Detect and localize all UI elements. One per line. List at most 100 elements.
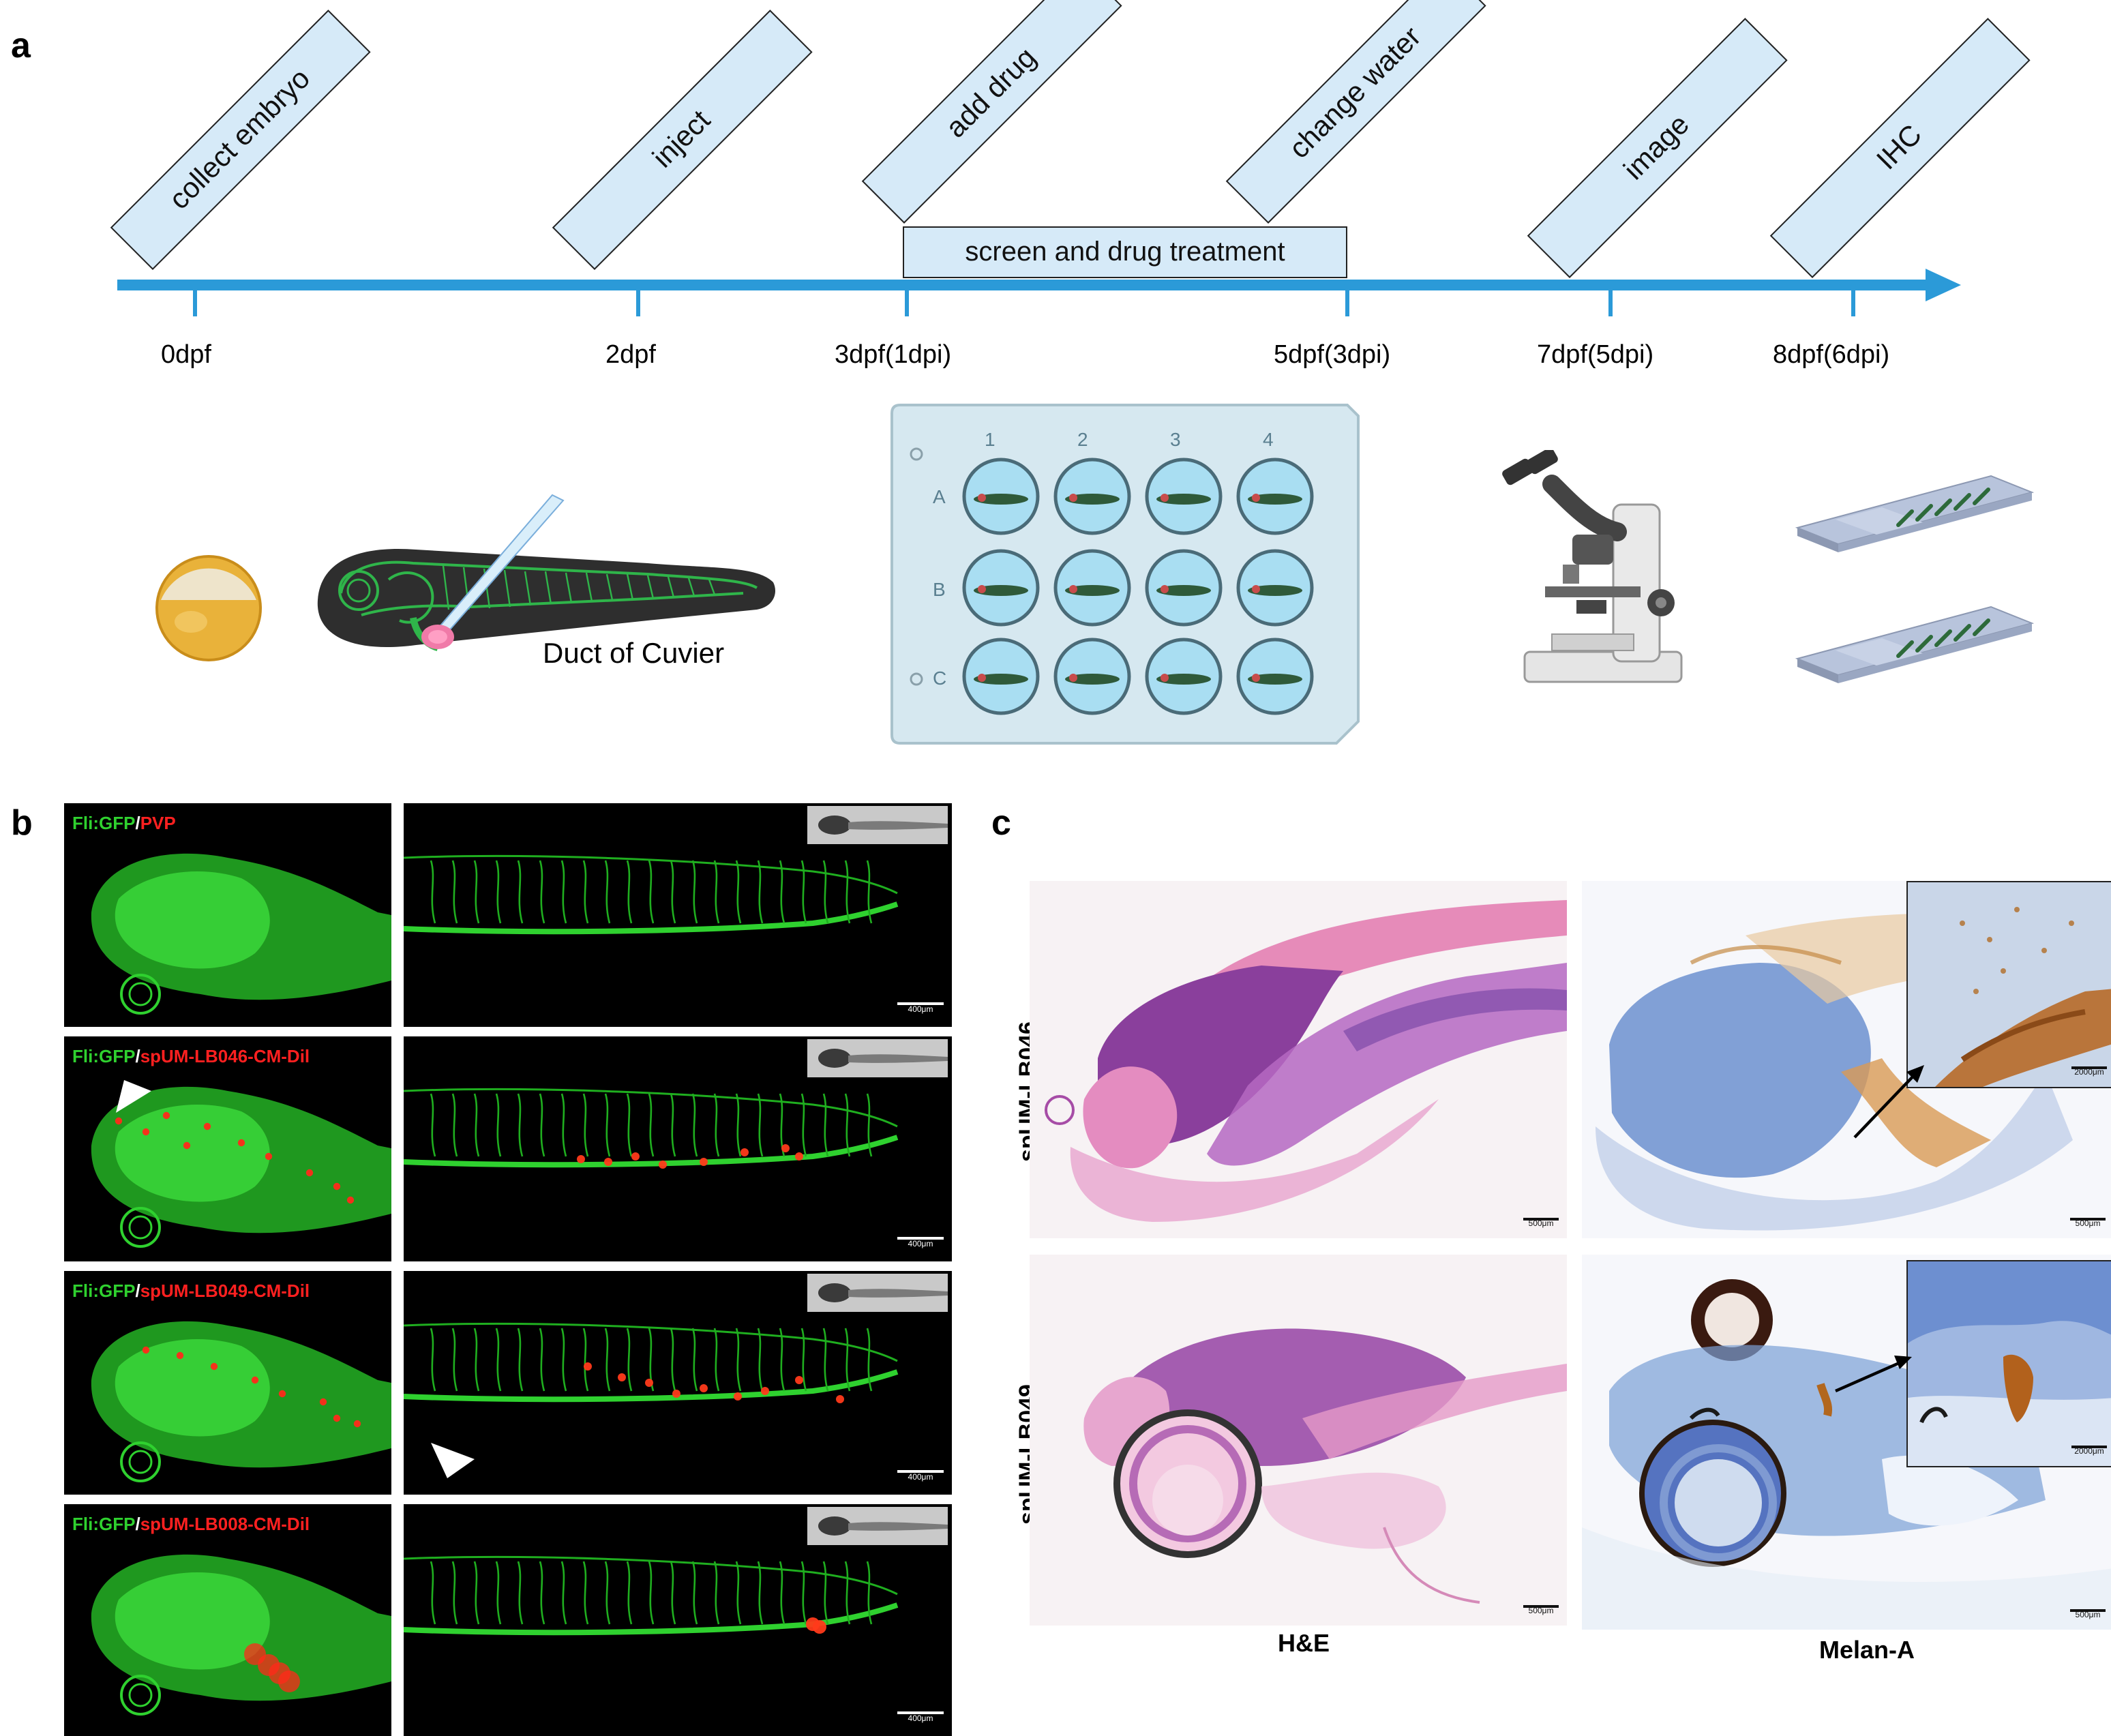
he-lb049-image: 500μm <box>1030 1255 1567 1626</box>
well-fish <box>974 494 1028 505</box>
well-fish-head <box>978 585 986 593</box>
fluorescence-tail-panel: 400μm <box>404 1504 952 1736</box>
melan-a-lb046-zoom: 2000μm <box>1906 881 2111 1088</box>
fluorescence-head-panel: Fli:GFP/spUM-LB046-CM-Dil <box>64 1036 391 1261</box>
brightfield-inset <box>807 1507 948 1545</box>
well-fish-head <box>1161 494 1169 502</box>
tick-5dpf: 5dpf(3dpi) <box>1274 341 1391 370</box>
well-fish <box>1248 585 1302 596</box>
plate-row-b: B <box>933 578 946 600</box>
tick-2dpf: 2dpf <box>605 341 656 370</box>
well-fish-head <box>1252 494 1260 502</box>
well-plate-icon <box>890 404 1360 745</box>
zebrafish-trunk-gfp <box>404 1555 899 1636</box>
fluorescence-head-panel: Fli:GFP/spUM-LB049-CM-Dil <box>64 1271 391 1495</box>
zebrafish-injection-icon <box>317 494 775 651</box>
embryo-icon <box>155 555 262 661</box>
scale-bar-label: 500μm <box>1528 1221 1554 1229</box>
zebrafish-trunk-gfp <box>404 854 899 935</box>
zebrafish-head-gfp <box>91 1321 391 1482</box>
scale-bar: 500μm <box>1523 1218 1559 1231</box>
he-lb046-image: 500μm <box>1030 881 1567 1238</box>
well-fish <box>1156 494 1211 505</box>
scale-bar-label: 400μm <box>908 1716 933 1724</box>
panel-label-c: c <box>991 802 1011 843</box>
well-fish <box>1248 674 1302 685</box>
plate-col-1: 1 <box>985 428 995 450</box>
scale-bar-label: 400μm <box>908 1241 933 1249</box>
zoom-arrow-icon <box>1853 1065 1924 1139</box>
fluorescence-tail-panel: 400μm <box>404 1036 952 1261</box>
gfp-marker-label: Fli:GFP <box>72 813 136 833</box>
label-separator: / <box>135 1514 140 1534</box>
plate-row-c: C <box>933 667 947 689</box>
scale-bar-label: 500μm <box>2075 1612 2101 1620</box>
tick-0dpf: 0dpf <box>161 341 211 370</box>
well-fish <box>974 674 1028 685</box>
well-fish <box>1065 585 1120 596</box>
cell-line-label: spUM-LB049-CM-Dil <box>140 1281 310 1301</box>
brightfield-inset <box>807 1039 948 1077</box>
scale-bar: 400μm <box>897 1237 944 1251</box>
well-fish-head <box>978 494 986 502</box>
screen-treatment-label: screen and drug treatment <box>965 237 1285 267</box>
scale-bar: 400μm <box>897 1470 944 1484</box>
step-label: IHC <box>1871 119 1928 177</box>
well-fish-head <box>1252 585 1260 593</box>
well-fish-head <box>1252 674 1260 682</box>
col-label-he: H&E <box>1278 1630 1330 1657</box>
well-fish <box>1248 494 1302 505</box>
cell-line-label: spUM-LB008-CM-Dil <box>140 1514 310 1534</box>
zebrafish-trunk-gfp <box>404 1322 899 1403</box>
plate-row-a: A <box>933 485 946 507</box>
cell-line-label: PVP <box>140 813 176 833</box>
brightfield-inset <box>807 1274 948 1312</box>
melan-a-lb049-zoom: 2000μm <box>1906 1260 2111 1467</box>
tick-3dpf: 3dpf(1dpi) <box>835 341 952 370</box>
scale-bar: 500μm <box>2070 1218 2106 1231</box>
cell-line-label: spUM-LB046-CM-Dil <box>140 1046 310 1066</box>
scale-bar: 500μm <box>2070 1609 2106 1623</box>
plate-col-3: 3 <box>1170 428 1181 450</box>
melan-a-lb049-image: 2000μm 500μm <box>1582 1255 2111 1630</box>
microscope-icon <box>1502 450 1683 683</box>
panel-label-b: b <box>11 802 33 843</box>
scale-bar: 400μm <box>897 1711 944 1725</box>
well-fish-head <box>1069 674 1077 682</box>
gfp-marker-label: Fli:GFP <box>72 1514 136 1534</box>
well-fish-head <box>1161 674 1169 682</box>
screen-treatment-box: screen and drug treatment <box>903 226 1347 278</box>
injection-site-label: Duct of Cuvier <box>543 638 725 670</box>
zebrafish-head-gfp <box>91 853 391 1015</box>
brightfield-inset <box>807 806 948 844</box>
panel-label-a: a <box>11 25 31 65</box>
scale-bar: 2000μm <box>2071 1066 2107 1080</box>
col-label-melan-a: Melan-A <box>1819 1636 1915 1664</box>
scale-bar-label: 500μm <box>1528 1608 1554 1616</box>
timeline-axis <box>117 269 1961 316</box>
tick-7dpf: 7dpf(5dpi) <box>1537 341 1654 370</box>
scale-bar-label: 2000μm <box>2074 1069 2104 1077</box>
plate-col-2: 2 <box>1077 428 1088 450</box>
well-fish <box>1065 674 1120 685</box>
well-fish <box>1156 585 1211 596</box>
slides-icon <box>1795 475 2035 683</box>
well-fish <box>1065 494 1120 505</box>
scale-bar: 2000μm <box>2071 1446 2107 1459</box>
zebrafish-trunk-gfp <box>404 1088 899 1169</box>
fluorescence-head-panel: Fli:GFP/PVP <box>64 803 391 1027</box>
zebrafish-head-gfp <box>91 1086 391 1248</box>
plate-col-4: 4 <box>1263 428 1274 450</box>
well-fish-head <box>1161 585 1169 593</box>
scale-bar-label: 400μm <box>908 1474 933 1482</box>
well-fish <box>1156 674 1211 685</box>
scale-bar-label: 2000μm <box>2074 1448 2104 1456</box>
arrowhead-icon <box>116 1080 151 1113</box>
gfp-marker-label: Fli:GFP <box>72 1046 136 1066</box>
scale-bar: 400μm <box>897 1002 944 1016</box>
melan-a-lb046-image: 2000μm 500μm <box>1582 881 2111 1238</box>
well-fish-head <box>978 674 986 682</box>
tick-8dpf: 8dpf(6dpi) <box>1773 341 1890 370</box>
scale-bar-label: 500μm <box>2075 1221 2101 1229</box>
